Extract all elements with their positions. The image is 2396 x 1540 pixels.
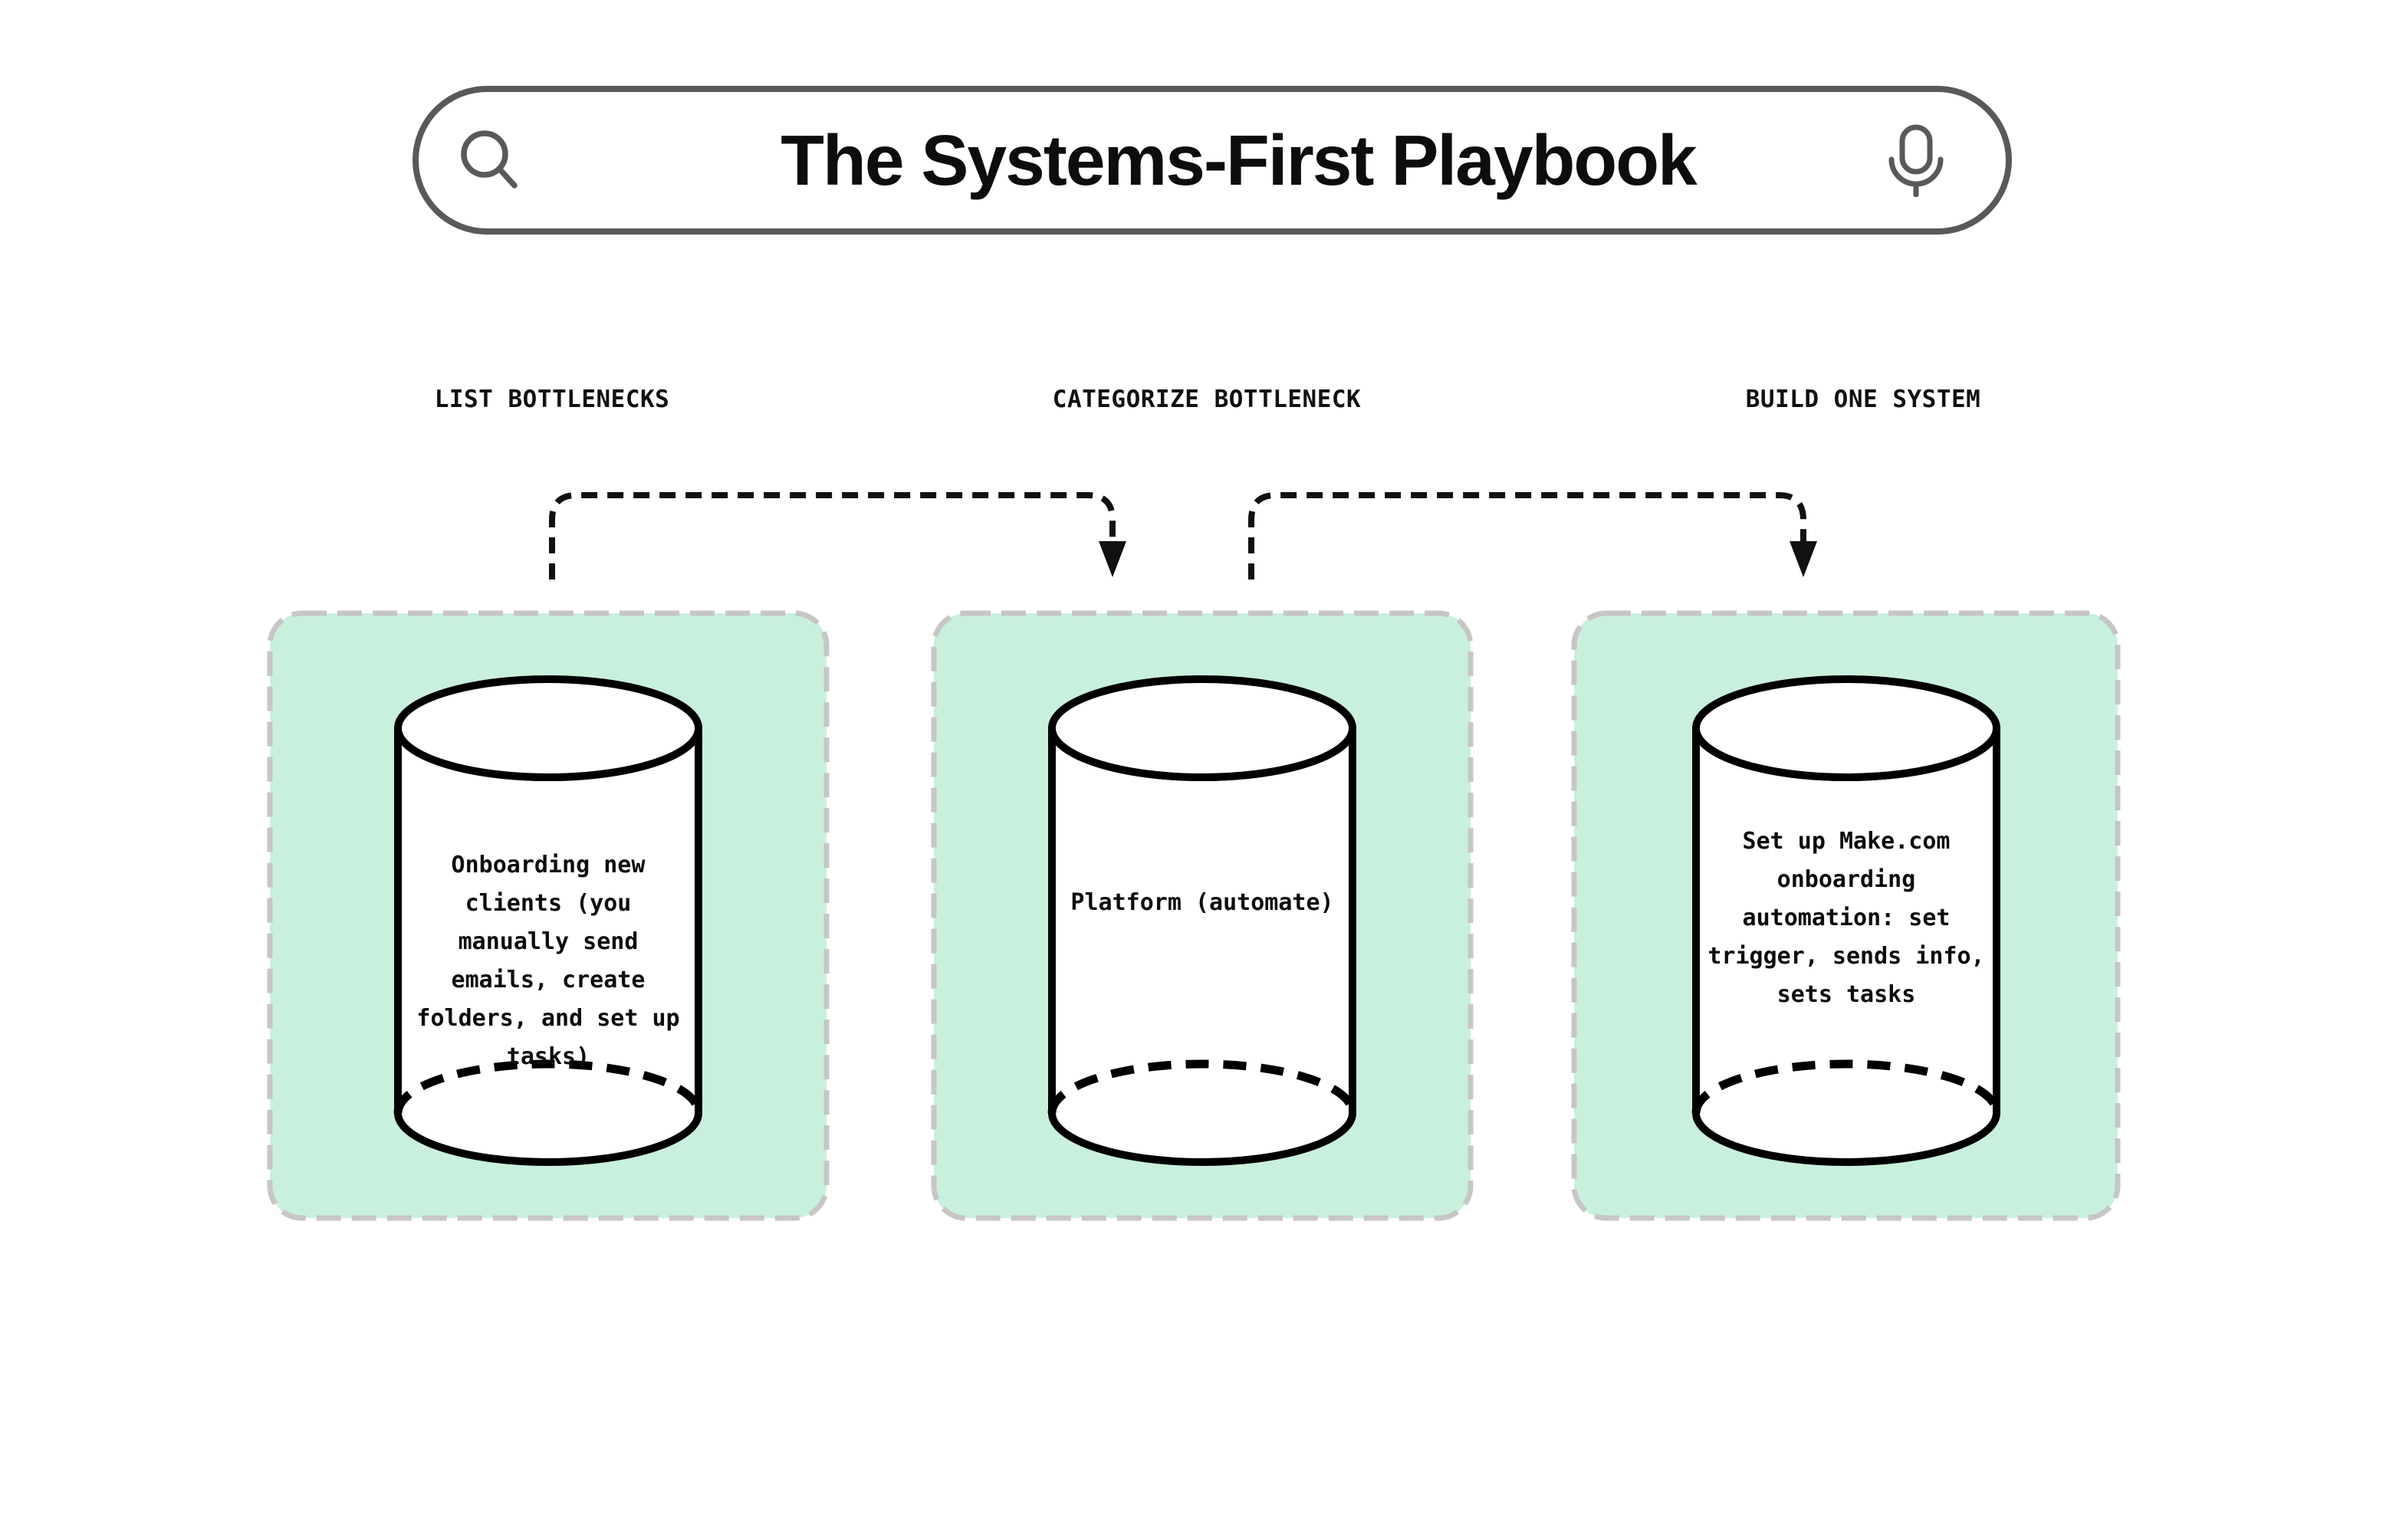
step-label-build-one-system: BUILD ONE SYSTEM bbox=[1745, 386, 1981, 413]
flow-arrow-1-head bbox=[1099, 541, 1126, 577]
flow-arrow-2-head bbox=[1790, 541, 1817, 577]
search-bar[interactable]: The Systems-First Playbook bbox=[412, 86, 2012, 235]
flow-arrow-2 bbox=[1248, 492, 1806, 580]
cylinder-caption-list-bottlenecks: Onboarding new clients (you manually sen… bbox=[416, 852, 680, 1070]
page-title: The Systems-First Playbook bbox=[781, 120, 1698, 200]
cylinder-caption-build-one-system: Set up Make.com onboarding automation: s… bbox=[1707, 828, 1985, 1008]
search-icon[interactable] bbox=[457, 128, 521, 192]
microphone-icon[interactable] bbox=[1886, 123, 1946, 197]
flow-arrow-1 bbox=[549, 492, 1116, 580]
cylinder-caption-categorize-bottleneck: Platform (automate) bbox=[1070, 889, 1334, 916]
step-label-categorize-bottleneck: CATEGORIZE BOTTLENECK bbox=[1052, 386, 1362, 413]
step-label-list-bottlenecks: LIST BOTTLENECKS bbox=[434, 386, 670, 413]
